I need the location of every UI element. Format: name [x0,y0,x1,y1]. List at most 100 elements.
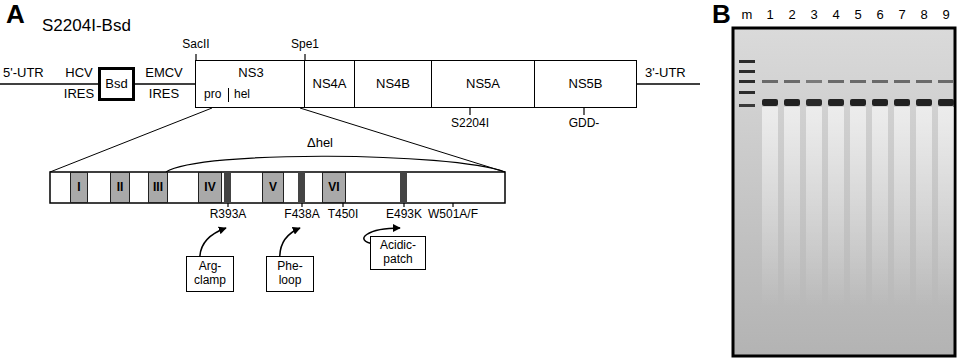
callout-box: Phe- loop [266,256,314,292]
faint-band [938,80,954,83]
lane-label: 4 [832,8,839,23]
site-label: Spe1 [291,38,319,52]
box-label: II [117,181,124,195]
dark-segment [224,172,231,203]
box-label: Phe- loop [277,260,302,288]
marker-band [739,104,755,107]
rna-band [784,99,800,106]
lane-label: 2 [788,8,795,23]
protein-box: NS4A [305,60,355,108]
box-label: NS3 [238,66,263,81]
mutation-tick [469,108,470,115]
mutation-label: R393A [210,208,247,222]
lane-label: 8 [920,8,927,23]
site-label: SacII [182,38,209,52]
callout-box: Arg- clamp [186,256,234,292]
marker-band [739,70,755,73]
lane-smear [850,107,866,307]
mutation-label: E493K [386,208,422,222]
lane-smear [784,107,800,307]
marker-box: Bsd [98,67,135,101]
mutation-label: W501A/F [428,208,478,222]
motif-box: V [262,172,284,203]
dark-segment [298,172,305,203]
utr-label: 3'-UTR [645,66,686,81]
box-label: NS5B [569,77,603,92]
lane-label: 9 [942,8,949,23]
rna-band [938,99,954,106]
faint-band [784,80,800,83]
mutation-label: F438A [284,208,319,222]
mutation-tick [583,108,584,115]
lane-label: 1 [766,8,773,23]
motif-box: III [148,172,168,203]
box-label: IV [204,181,215,195]
box-label: V [269,181,277,195]
box-label: Acidic- patch [380,239,416,267]
lane-smear [806,107,822,307]
utr-label: 5'-UTR [3,66,44,81]
faint-band [828,80,844,83]
lane-smear [872,107,888,307]
mutation-tick [452,203,453,207]
lane-smear [916,107,932,307]
box-label: Arg- clamp [194,260,226,288]
rna-band [762,99,778,106]
lane-label: 6 [876,8,883,23]
faint-band [916,80,932,83]
faint-band [872,80,888,83]
mutation-tick [403,203,404,207]
box-label: Bsd [105,77,127,92]
box-label: VI [328,181,339,195]
ires-label: HCV [65,66,92,81]
utr-line [0,83,98,85]
lane-label: 7 [898,8,905,23]
deletion-label: Δhel [307,136,333,151]
motif-box: VI [322,172,346,203]
zoom-line [300,108,505,172]
deletion-bracket [166,156,505,172]
box-label: NS4B [376,77,410,92]
marker-band [739,91,755,94]
mutation-label: T450I [328,208,359,222]
marker-band [739,80,755,83]
helicase-bar [50,172,505,203]
panel-letter: B [712,0,731,30]
marker-band [739,60,755,63]
panel-letter: A [6,0,25,30]
mutation-tick [227,203,228,207]
rna-band [828,99,844,106]
motif-box: I [70,172,88,203]
box-label: III [153,181,163,195]
zoom-line [50,108,212,172]
protein-box: NS5B [535,60,637,108]
rna-band [850,99,866,106]
faint-band [894,80,910,83]
dark-segment [400,172,407,203]
construct-name: S2204I-Bsd [42,16,131,36]
protein-box: NS4B [355,60,432,108]
protein-box: NS5A [432,60,535,108]
ires-label: IRES [64,87,94,102]
lane-smear [894,107,910,307]
lane-label: 3 [810,8,817,23]
lane-smear [938,107,954,307]
faint-band [850,80,866,83]
box-label: pro [204,88,221,102]
utr-line [637,83,700,85]
mutation-tick [301,203,302,207]
ires-line [135,83,195,85]
rna-band [806,99,822,106]
box-label: NS5A [466,77,500,92]
gel-image [733,28,955,356]
lane-label: 5 [854,8,861,23]
callout-box: Acidic- patch [370,236,426,270]
lane-smear [762,107,778,307]
motif-box: IV [198,172,222,203]
mutation-tick [342,203,343,207]
box-label: NS4A [313,77,347,92]
faint-band [806,80,822,83]
faint-band [762,80,778,83]
